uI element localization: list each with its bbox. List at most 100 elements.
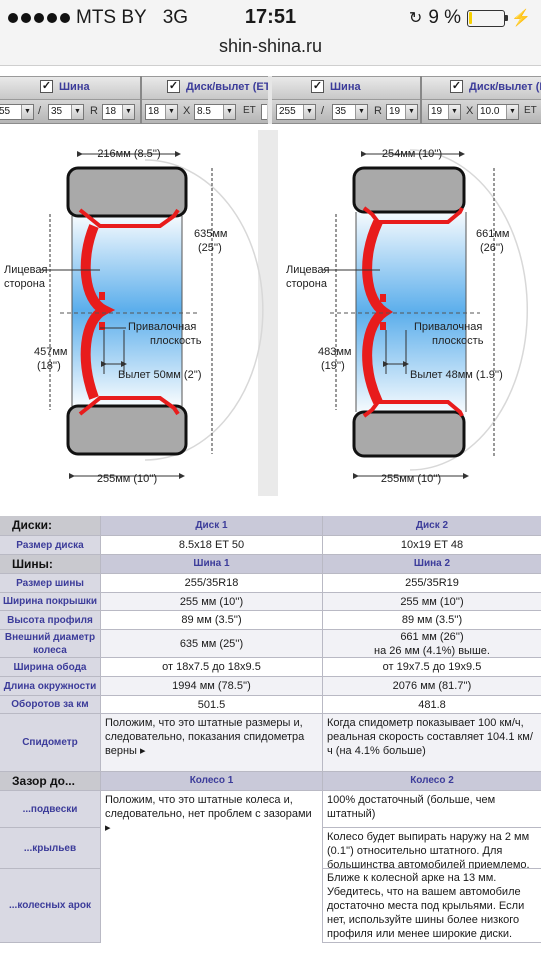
x-label: X: [183, 105, 191, 117]
wheel-diagrams: 216мм (8.5'') 635мм (25'') Лицевая сторо…: [0, 130, 541, 496]
right-mount-label-2: плоскость: [432, 335, 484, 347]
disk-label-right: Диск/вылет (ЕТ: [469, 81, 541, 93]
row-label: ...колесных арок: [0, 869, 101, 942]
tire-rim-select-right[interactable]: 19▼: [386, 104, 418, 120]
cell: от 19x7.5 до 19x9.5: [323, 658, 541, 676]
status-bar: MTS BY 3G 17:51 ↻ 9 % ⚡: [0, 0, 541, 36]
left-mount-label-1: Привалочная: [128, 321, 196, 333]
tire1-header: Шина 1: [101, 555, 323, 573]
right-top-width: 254мм (10''): [382, 148, 442, 160]
size-controls: ✓ Шина ✓ Диск/вылет (ЕТ 55▼ / 35▼ R 18▼ …: [0, 76, 541, 124]
tire-rim-select-left[interactable]: 18▼: [102, 104, 135, 120]
tire-checkbox-left[interactable]: ✓: [40, 80, 53, 93]
cell: 2076 мм (81.7''): [323, 677, 541, 695]
tire-label-right: Шина: [330, 81, 361, 93]
network-type: 3G: [162, 7, 189, 28]
left-mount-label-2: плоскость: [150, 335, 202, 347]
disk-diameter-select-right[interactable]: 19▼: [428, 104, 461, 120]
cell: 661 мм (26'') на 26 мм (4.1%) выше.: [323, 630, 541, 657]
speedometer-note-1[interactable]: Положим, что это штатные размеры и, след…: [101, 714, 323, 771]
row-label: Размер шины: [0, 574, 101, 592]
right-offset: Вылет 48мм (1.9''): [410, 369, 503, 381]
clock: 17:51: [244, 6, 297, 28]
r-label: R: [374, 105, 382, 117]
left-rim-diameter-in: (18''): [37, 360, 61, 372]
cell: 481.8: [323, 696, 541, 713]
table-row: Внешний диаметр колеса 635 мм (25'') 661…: [0, 630, 541, 658]
row-label: Длина окружности: [0, 677, 101, 695]
cell: 255/35R19: [323, 574, 541, 592]
charging-icon: ⚡: [511, 10, 531, 27]
disk-checkbox-left[interactable]: ✓: [167, 80, 180, 93]
panel-gap: [268, 76, 272, 124]
tire-profile-select-left[interactable]: 35▼: [48, 104, 84, 120]
signal-icon: [8, 13, 70, 23]
row-label: Высота профиля: [0, 611, 101, 629]
table-row: Высота профиля 89 мм (3.5'') 89 мм (3.5'…: [0, 611, 541, 630]
tires-header: Шины:: [0, 555, 101, 573]
address-bar[interactable]: shin-shina.ru: [0, 36, 541, 66]
cell: 10x19 ET 48: [323, 536, 541, 554]
disk2-header: Диск 2: [323, 516, 541, 535]
cell: 89 мм (3.5''): [101, 611, 323, 629]
slash-separator: /: [38, 105, 42, 117]
table-row: ...колесных арок Ближе к колесной арке н…: [0, 869, 541, 943]
cell: 8.5x18 ET 50: [101, 536, 323, 554]
slash-separator: /: [321, 105, 325, 117]
disk-diameter-select-left[interactable]: 18▼: [145, 104, 178, 120]
url-text: shin-shina.ru: [218, 36, 323, 56]
left-face-label-1: Лицевая: [4, 264, 47, 276]
table-row: Шины: Шина 1 Шина 2: [0, 555, 541, 574]
column-divider: [140, 76, 142, 124]
tire-width-select-right[interactable]: 255▼: [276, 104, 316, 120]
left-bottom-width: 255мм (10''): [97, 473, 157, 485]
row-label: Ширина покрышки: [0, 593, 101, 610]
diagram-gap: [258, 130, 278, 496]
cell: 501.5: [101, 696, 323, 713]
table-row: Ширина обода от 18x7.5 до 18x9.5 от 19x7…: [0, 658, 541, 677]
table-row: Длина окружности 1994 мм (78.5'') 2076 м…: [0, 677, 541, 696]
cell-line: на 26 мм (4.1%) выше.: [374, 644, 490, 657]
column-divider: [420, 76, 422, 124]
disk1-header: Диск 1: [101, 516, 323, 535]
et-select-left[interactable]: [261, 104, 267, 120]
left-offset: Вылет 50мм (2''): [118, 369, 202, 381]
right-outer-diameter: 661мм: [476, 228, 509, 240]
row-label: ...крыльев: [0, 828, 101, 868]
disk-width-select-right[interactable]: 10.0▼: [477, 104, 519, 120]
left-face-label-2: сторона: [4, 278, 46, 290]
et-label: ET: [243, 105, 256, 116]
disk-width-select-left[interactable]: 8.5▼: [194, 104, 236, 120]
cell-line: 661 мм (26''): [400, 630, 464, 643]
cell: Ближе к колесной арке на 13 мм. Убедитес…: [323, 869, 541, 942]
cell: от 18x7.5 до 18x9.5: [101, 658, 323, 676]
table-row: Оборотов за км 501.5 481.8: [0, 696, 541, 714]
table-row: Диски: Диск 1 Диск 2: [0, 516, 541, 536]
row-label: Размер диска: [0, 536, 101, 554]
tire-width-select-left[interactable]: 55▼: [0, 104, 34, 120]
table-row: Зазор до... Колесо 1 Колесо 2: [0, 772, 541, 791]
cell: Колесо будет выпирать наружу на 2 мм (0.…: [323, 828, 541, 871]
tire-checkbox-right[interactable]: ✓: [311, 80, 324, 93]
r-label: R: [90, 105, 98, 117]
tire2-header: Шина 2: [323, 555, 541, 573]
tire-profile-select-right[interactable]: 35▼: [332, 104, 368, 120]
left-outer-diameter: 635мм: [194, 228, 227, 240]
clearance-note-1[interactable]: Положим, что это штатные колеса и, следо…: [101, 791, 323, 943]
clearance-header: Зазор до...: [0, 772, 101, 790]
disk-checkbox-right[interactable]: ✓: [450, 80, 463, 93]
table-row: Ширина покрышки 255 мм (10'') 255 мм (10…: [0, 593, 541, 611]
cell: 255 мм (10''): [323, 593, 541, 610]
wheel-diagrams-svg: 216мм (8.5'') 635мм (25'') Лицевая сторо…: [0, 130, 541, 496]
wheel2-header: Колесо 2: [323, 772, 541, 790]
table-row: Спидометр Положим, что это штатные разме…: [0, 714, 541, 772]
cell: 1994 мм (78.5''): [101, 677, 323, 695]
disk-label-left: Диск/вылет (ЕТ: [186, 81, 271, 93]
disks-header: Диски:: [0, 516, 101, 535]
table-row: ...подвески 100% достаточный (больше, че…: [0, 791, 541, 828]
cell: 89 мм (3.5''): [323, 611, 541, 629]
right-mount-label-1: Привалочная: [414, 321, 482, 333]
wheel-left: [40, 151, 264, 479]
cell: 635 мм (25''): [101, 630, 323, 657]
cell: 100% достаточный (больше, чем штатный): [323, 791, 541, 827]
